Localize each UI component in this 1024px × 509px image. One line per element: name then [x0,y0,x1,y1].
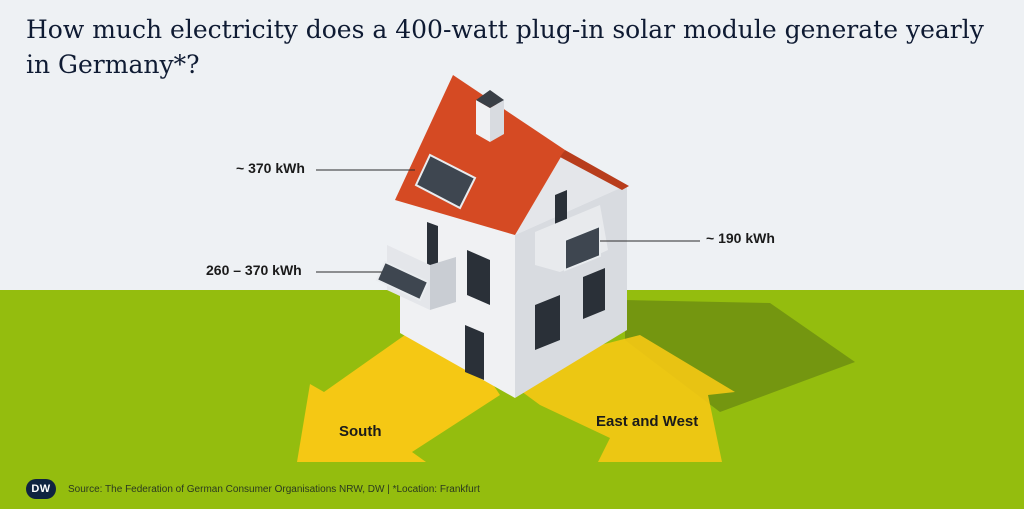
chimney-front [476,100,490,142]
chimney-side [490,100,504,142]
balcony-solar-panel [375,260,430,302]
chart-title: How much electricity does a 400-watt plu… [26,15,984,79]
roof-edge [560,150,629,190]
south-arrow [297,330,500,462]
east-west-label: East and West [596,413,699,430]
side-window [535,295,560,350]
dw-logo: DW [26,479,56,499]
east-wall-yield-label: ~ 190 kWh [706,230,775,246]
front-balcony-side [430,257,456,310]
front-window [467,250,490,305]
front-door [465,325,484,380]
front-window [427,222,438,268]
source-note: Source: The Federation of German Consume… [68,483,480,495]
wall-solar-panel [564,224,601,272]
house-shadow [625,300,855,412]
roof-yield-label: ~ 370 kWh [236,160,305,176]
south-label: South [339,423,382,440]
footer: DW Source: The Federation of German Cons… [26,479,480,499]
side-window [583,268,605,319]
balcony-yield-label: 260 – 370 kWh [206,262,302,278]
chimney-top [476,90,504,108]
roof-solar-panel [414,153,477,210]
